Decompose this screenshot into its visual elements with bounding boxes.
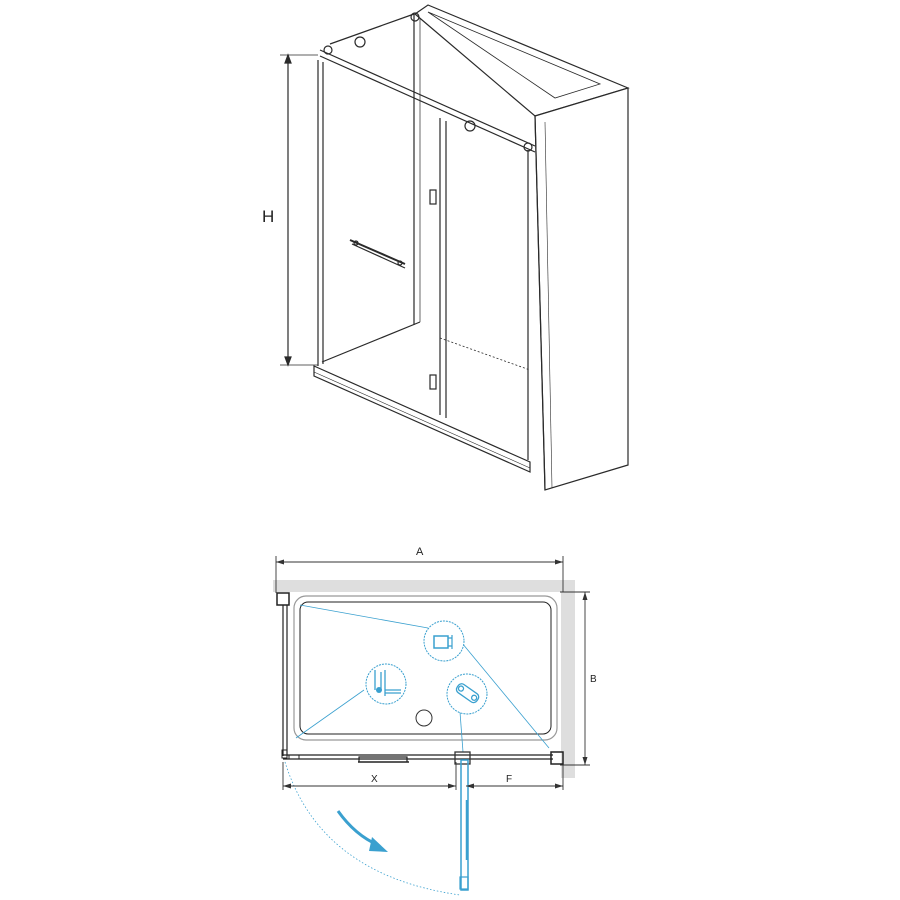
roller-icon (464, 120, 476, 132)
width-label: A (416, 546, 424, 558)
side-wall (414, 4, 630, 491)
roller-icon (354, 36, 366, 48)
handle-icon (429, 374, 437, 390)
drain-icon (415, 709, 433, 727)
swing-arc (284, 761, 461, 896)
tray-outline (293, 595, 558, 741)
side-wall-plan (561, 580, 575, 778)
rail-bracket-icon (410, 12, 420, 22)
fixed-panel-label: F (506, 774, 512, 785)
wall-bracket (550, 751, 564, 765)
shower-tray (313, 365, 531, 473)
towel-bar (349, 239, 406, 269)
hidden-edge (439, 337, 531, 371)
roller-hinge-icon (446, 673, 488, 715)
plan-view (273, 556, 590, 896)
dimensions (275, 556, 590, 790)
door-panel (429, 118, 447, 418)
door-handle (358, 756, 408, 762)
back-wall (273, 580, 575, 592)
wall-bracket-icon (423, 620, 465, 662)
floor-seal-icon (365, 663, 407, 705)
left-glass-profile (317, 60, 324, 366)
swing-direction-arrow-icon (336, 810, 388, 852)
handle-icon (429, 189, 437, 205)
door-opening-label: X (371, 774, 378, 785)
height-dimension (280, 53, 318, 367)
wall-bracket (276, 592, 290, 606)
tray-inner (299, 601, 552, 735)
perspective-view (280, 4, 630, 491)
height-label: H (262, 207, 274, 226)
swing-door (454, 751, 471, 891)
depth-label: B (590, 674, 597, 685)
rail-bracket-icon (323, 45, 333, 55)
top-rail (319, 12, 536, 153)
